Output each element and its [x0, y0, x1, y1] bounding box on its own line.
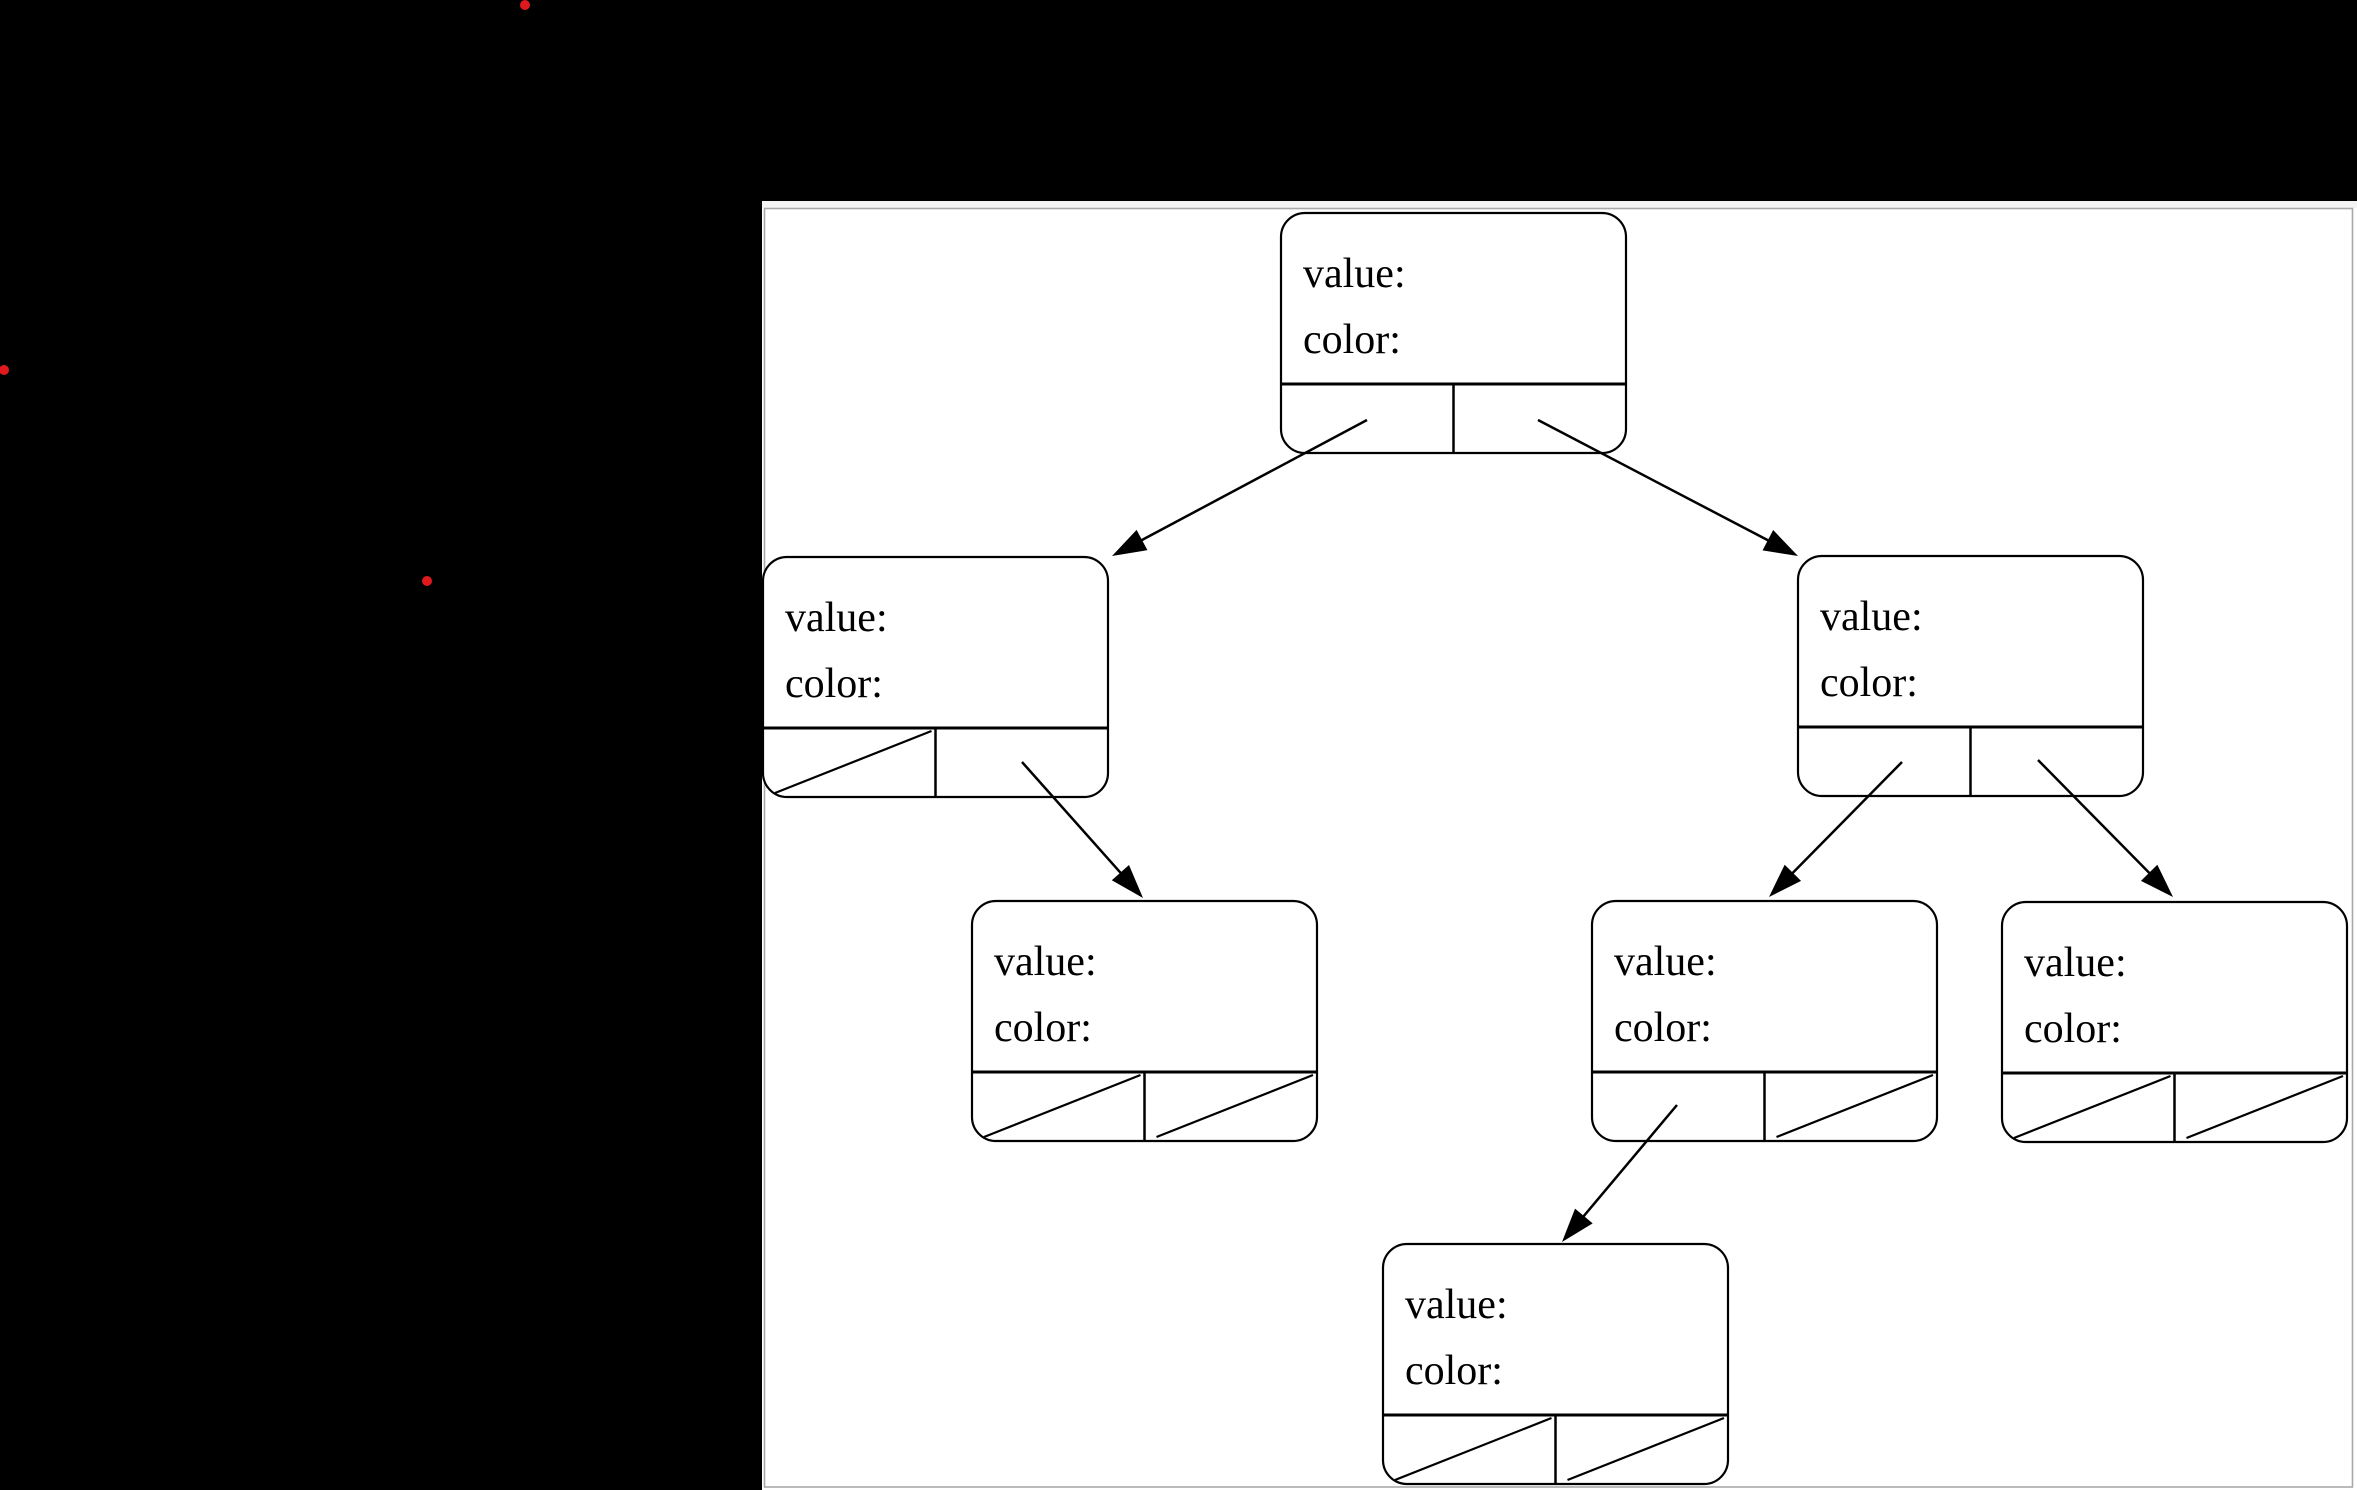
null-pointer-diagonal-right [1776, 1073, 1934, 1139]
pointer-arrowhead [2140, 864, 2173, 897]
pointer-arrow-shaft [1573, 1104, 1678, 1228]
edge-right-child-left [1769, 761, 1903, 897]
null-pointer-diagonal-right [2186, 1074, 2344, 1140]
tree-node-right-left-grandchild: value: color: [1590, 899, 1939, 1143]
null-pointer-diagonal-left [774, 729, 932, 795]
node-field-label: value: [1820, 594, 1923, 640]
edge-root-left [1112, 418, 1368, 556]
node-field-label: color: [785, 661, 883, 707]
node-field-label: value: [2024, 940, 2127, 986]
null-pointer-diagonal-right [1156, 1073, 1314, 1139]
node-field-label: value: [785, 595, 888, 641]
pointer-arrow-shaft [1537, 418, 1781, 548]
node-field-label: value: [1303, 251, 1406, 297]
pointer-arrow-shaft [1782, 761, 1903, 884]
pointer-arrow-shaft [1021, 761, 1131, 884]
tree-node-right-right-grandchild: value: color: [2000, 900, 2349, 1144]
panel-top-strip [762, 201, 2357, 208]
tree-node-left-child: value: color: [762, 555, 1110, 799]
tree-node-right-child: value: color: [1796, 554, 2145, 798]
node-field-label: color: [1405, 1348, 1503, 1394]
node-field-label: value: [1614, 939, 1717, 985]
node-field-label: value: [994, 939, 1097, 985]
pointer-arrowhead [1111, 864, 1143, 898]
null-pointer-diagonal-left [1394, 1416, 1552, 1482]
node-field-label: value: [1405, 1282, 1508, 1328]
pointer-arrowhead [1762, 530, 1798, 556]
null-pointer-diagonal-right [1567, 1416, 1725, 1482]
pointer-arrowhead [1769, 864, 1802, 897]
node-field-label: color: [2024, 1006, 2122, 1052]
edge-root-right [1537, 418, 1798, 556]
pointer-arrowhead [1562, 1208, 1593, 1242]
red-dot-marker [0, 365, 9, 375]
binary-tree-diagram: value:color:value:color:value:color:valu… [762, 201, 2357, 1488]
red-dot-marker [422, 576, 432, 586]
edge-right-child-right [2037, 759, 2173, 897]
tree-node-left-right-grandchild: value: color: [970, 899, 1319, 1143]
tree-node-root: value: color: [1279, 211, 1628, 455]
viewport-border [763, 207, 2354, 1488]
pointer-arrowhead [1112, 529, 1148, 556]
node-field-label: color: [1820, 660, 1918, 706]
tree-node-great-grandchild: value: color: [1381, 1242, 1730, 1486]
null-pointer-diagonal-left [2013, 1074, 2171, 1140]
edge-right-left-grandchild-left [1562, 1104, 1678, 1242]
pointer-arrow-shaft [1129, 418, 1368, 548]
red-dot-marker [520, 0, 530, 10]
diagram-panel: value:color:value:color:value:color:valu… [762, 201, 2357, 1490]
node-field-label: color: [994, 1005, 1092, 1051]
node-field-label: color: [1303, 317, 1401, 363]
null-pointer-diagonal-left [983, 1073, 1141, 1139]
edge-left-child-right [1021, 761, 1143, 898]
pointer-arrow-shaft [2037, 759, 2160, 884]
node-field-label: color: [1614, 1005, 1712, 1051]
